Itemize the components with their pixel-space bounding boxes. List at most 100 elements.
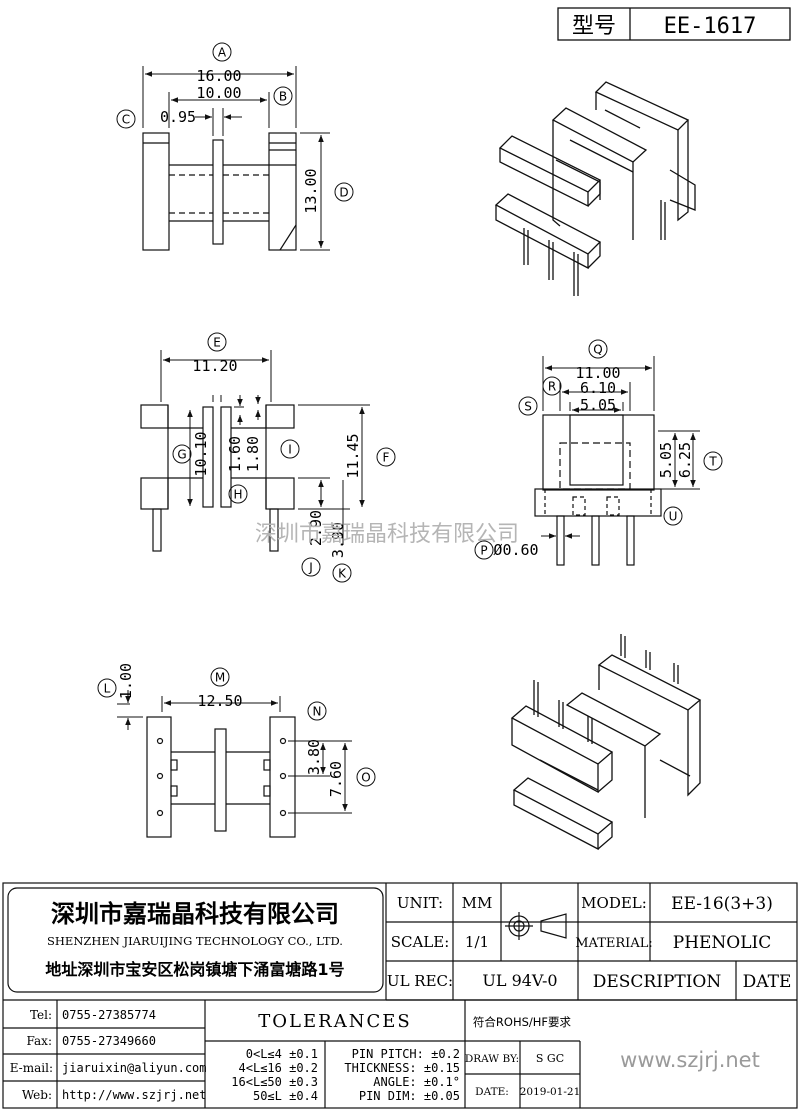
callout-f: F — [376, 447, 396, 467]
top-view-center-plate — [212, 139, 224, 245]
svg-text:R: R — [548, 380, 556, 394]
callout-n: N — [307, 701, 327, 721]
side-view-dimension-lines — [541, 356, 700, 539]
bottom-view — [146, 716, 296, 838]
dim-t1-value: 5.05 — [657, 442, 675, 478]
dim-r-value: 6.10 — [580, 379, 616, 397]
callout-q: Q — [588, 339, 608, 359]
dim-e-value: 11.20 — [192, 357, 237, 375]
svg-text:I: I — [288, 443, 292, 457]
fax-value: 0755-27349660 — [62, 1034, 156, 1048]
callout-d: D — [334, 182, 354, 202]
title-block-frame — [2, 882, 798, 1109]
svg-text:F: F — [383, 451, 390, 465]
svg-text:P: P — [480, 544, 487, 558]
front-view-bottom-right-block — [265, 477, 295, 510]
description-label: DESCRIPTION — [593, 972, 722, 992]
material-value: PHENOLIC — [673, 933, 772, 953]
tel-value: 0755-27385774 — [62, 1008, 156, 1022]
svg-text:S: S — [524, 400, 532, 414]
front-view-bottom-left-block — [140, 477, 169, 510]
unit-value: MM — [462, 894, 493, 912]
web-value: http://www.szjrj.net — [62, 1088, 207, 1102]
callout-m: M — [210, 667, 230, 687]
dim-g-value: 10.10 — [192, 431, 210, 476]
front-view — [140, 404, 295, 552]
model-label: MODEL: — [581, 894, 647, 912]
company-name-cn: 深圳市嘉瑞晶科技有限公司 — [51, 900, 339, 928]
dim-n-value: 3.80 — [305, 739, 323, 775]
svg-text:O: O — [361, 771, 370, 785]
side-view — [534, 414, 662, 566]
svg-text:G: G — [177, 448, 186, 462]
dim-b-value: 10.00 — [196, 84, 241, 102]
callout-e: E — [207, 332, 227, 352]
dim-t-value: 6.25 — [676, 442, 694, 478]
svg-text:J: J — [308, 561, 313, 575]
dim-f-value: 11.45 — [344, 433, 362, 478]
top-view-right-flange — [268, 132, 297, 251]
dim-k-value: 3.90 — [329, 522, 347, 558]
svg-text:C: C — [122, 113, 130, 127]
callout-g: G — [172, 444, 192, 464]
callout-l: L — [97, 678, 117, 698]
callout-o: O — [356, 767, 376, 787]
svg-text:U: U — [669, 510, 678, 524]
svg-text:K: K — [338, 567, 347, 581]
callout-i: I — [280, 439, 300, 459]
model-value: EE-16(3+3) — [671, 894, 773, 914]
tolerances-title: TOLERANCES — [258, 1011, 411, 1032]
tolerance-row-3: 16<L≤50 ±0.3 — [231, 1075, 318, 1089]
date-value: 2019-01-21 — [520, 1086, 581, 1098]
scale-value: 1/1 — [465, 933, 489, 951]
callout-r: R — [542, 376, 562, 396]
svg-text:N: N — [313, 705, 322, 719]
svg-text:D: D — [339, 186, 348, 200]
dim-h-value: 1.60 — [226, 436, 244, 472]
pin-dim-tolerance: PIN DIM: ±0.05 — [359, 1089, 460, 1103]
thickness-tolerance: THICKNESS: ±0.15 — [344, 1061, 460, 1075]
email-label: E-mail: — [10, 1061, 53, 1075]
svg-text:Q: Q — [593, 343, 602, 357]
callout-s: S — [518, 396, 538, 416]
dim-d-value: 13.00 — [302, 168, 320, 213]
tel-label: Tel: — [30, 1008, 52, 1022]
dim-a-value: 16.00 — [196, 67, 241, 85]
top-view-dimension-lines — [142, 66, 330, 251]
date-label: DATE: — [475, 1086, 509, 1098]
svg-text:B: B — [279, 90, 287, 104]
callout-t: T — [703, 451, 723, 471]
callout-b: B — [273, 86, 293, 106]
tolerance-row-1: 0<L≤4 ±0.1 — [246, 1047, 318, 1061]
dim-c-value: 0.95 — [160, 108, 196, 126]
svg-text:L: L — [104, 682, 111, 696]
top-view-left-flange — [142, 132, 170, 251]
callout-j: J — [301, 557, 321, 577]
model-type-label: 型号 — [572, 14, 616, 39]
iso-view-top — [494, 81, 696, 296]
dim-j-value: 2.90 — [307, 510, 325, 546]
rohs-compliance: 符合ROHS/HF要求 — [473, 1015, 572, 1029]
bottom-view-dimension-lines — [117, 690, 352, 814]
callout-u: U — [663, 506, 683, 526]
drawn-by-value: S GC — [536, 1052, 564, 1065]
header-box — [557, 7, 791, 41]
web-label: Web: — [22, 1088, 52, 1102]
unit-label: UNIT: — [397, 894, 443, 912]
drawn-by-label: DRAW BY: — [465, 1053, 519, 1065]
svg-text:A: A — [218, 46, 227, 60]
dim-s-value: 5.05 — [580, 396, 616, 414]
svg-text:M: M — [215, 671, 225, 685]
scale-label: SCALE: — [391, 933, 450, 951]
callout-a: A — [212, 42, 232, 62]
callout-k: K — [332, 563, 352, 583]
third-angle-projection-icon — [505, 912, 567, 940]
dim-i-value: 1.80 — [244, 436, 262, 472]
date-column-header: DATE — [743, 972, 792, 992]
callout-p: P — [474, 540, 494, 560]
dim-l-value: 1.00 — [117, 663, 135, 699]
email-value: jiaruixin@aliyun.com — [62, 1061, 207, 1075]
dim-o-value: 7.60 — [327, 761, 345, 797]
dim-q-value: 11.00 — [575, 364, 620, 382]
